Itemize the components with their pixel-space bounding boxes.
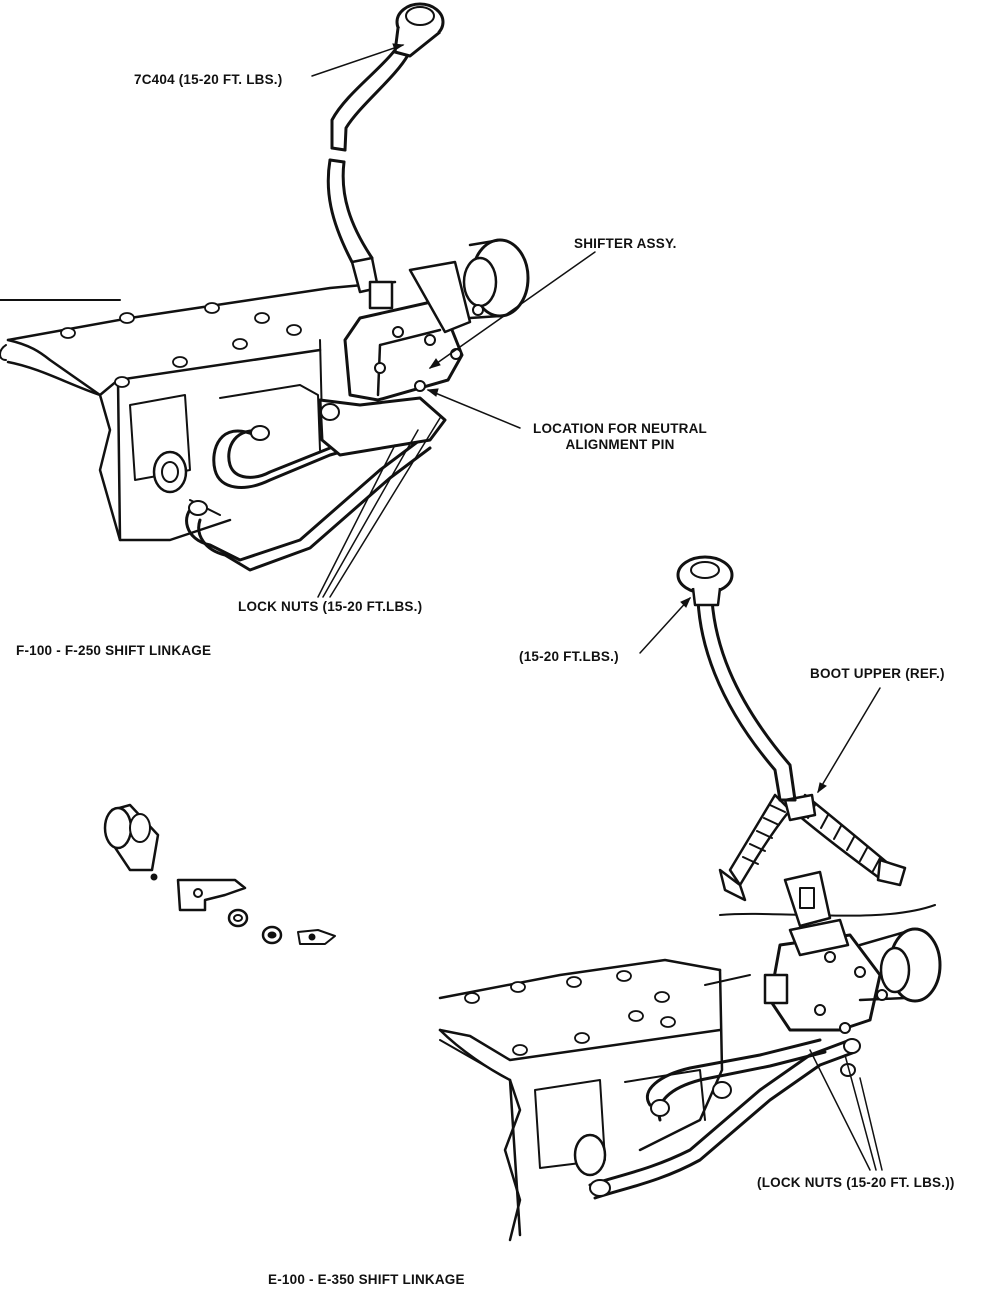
- clip-icon: [176, 878, 247, 912]
- e-boot-upper-label: BOOT UPPER (REF.): [810, 666, 945, 681]
- washer-icon: [227, 908, 283, 945]
- f-knob-torque-label: 7C404 (15-20 FT. LBS.): [134, 72, 283, 87]
- lock-nut-icon: [297, 929, 336, 945]
- f-figure-caption: F-100 - F-250 SHIFT LINKAGE: [16, 643, 212, 658]
- f-shift-knob-icon: [393, 2, 445, 58]
- f-neutral-pin-label-line1: LOCATION FOR NEUTRAL: [533, 421, 707, 436]
- f-shifter-assembly-icon: [318, 238, 530, 457]
- e-boot-icon: [718, 793, 907, 902]
- e-transmission-case-icon: [438, 904, 936, 1242]
- exploded-parts: [103, 803, 336, 945]
- f-neutral-pin-label-line2: ALIGNMENT PIN: [565, 437, 675, 452]
- e-knob-torque-label: (15-20 FT.LBS.): [519, 649, 619, 664]
- e-leader-lines: [639, 597, 883, 1171]
- f-shift-lever-icon: [326, 48, 410, 264]
- f-shifter-assembly-label: SHIFTER ASSY.: [574, 236, 677, 251]
- e-shift-rod-icon: [588, 1038, 861, 1200]
- e-shift-knob-icon: [676, 555, 734, 607]
- e-lock-nuts-label: (LOCK NUTS (15-20 FT. LBS.)): [757, 1175, 955, 1190]
- f-lock-nuts-label: LOCK NUTS (15-20 FT.LBS.): [238, 599, 423, 614]
- e-shifter-assembly-icon: [763, 870, 942, 1034]
- f-transmission-case-icon: [0, 280, 397, 542]
- e-figure-caption: E-100 - E-350 SHIFT LINKAGE: [268, 1272, 465, 1287]
- f-leader-lines: [311, 43, 596, 598]
- f-shift-rod-icon: [185, 418, 432, 572]
- e-shift-lever-icon: [696, 598, 797, 802]
